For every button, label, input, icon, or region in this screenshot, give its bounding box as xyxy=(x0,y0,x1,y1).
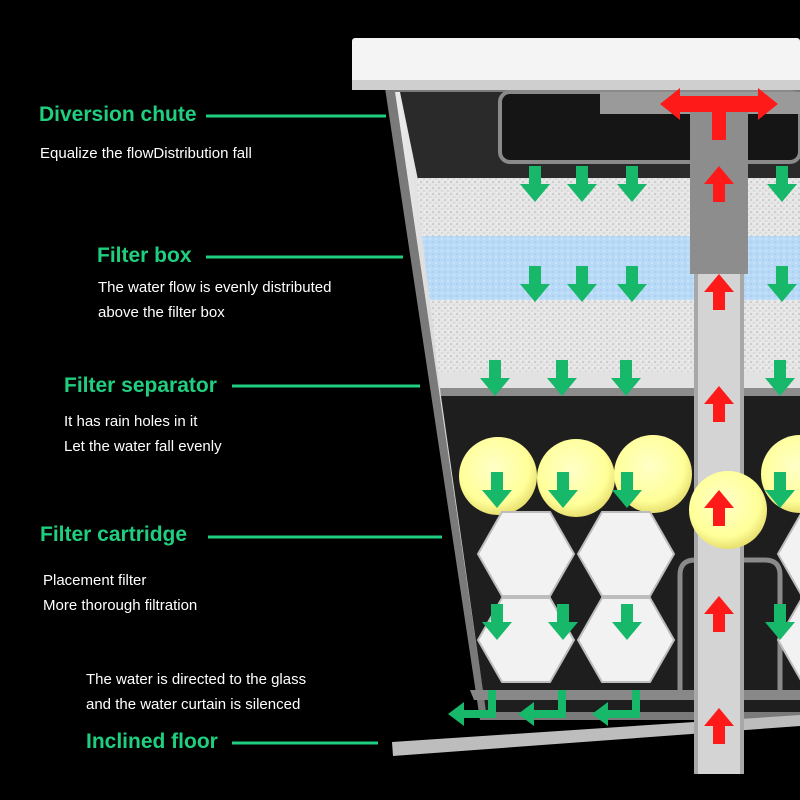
diversion-chute-desc: Equalize the flowDistribution fall xyxy=(40,145,252,162)
filter-box-desc-line1: The water flow is evenly distributed xyxy=(98,279,332,296)
filter-separator-desc-line1: It has rain holes in it xyxy=(64,413,198,430)
filter-cartridge-title: Filter cartridge xyxy=(40,523,188,546)
inclined-floor-title: Inclined floor xyxy=(86,730,218,753)
leader-lines xyxy=(206,114,442,745)
split-flow-arrow-icon xyxy=(660,88,778,140)
filter-cartridge-desc-line2: More thorough filtration xyxy=(43,597,198,614)
filter-box-title: Filter box xyxy=(97,244,192,267)
outflow-arrow-icon xyxy=(448,690,496,726)
inclined-floor-desc-line1: The water is directed to the glass xyxy=(86,671,307,688)
filter-separator-title: Filter separator xyxy=(64,374,217,397)
diversion-chute-title: Diversion chute xyxy=(39,103,197,126)
filter-separator-desc-line2: Let the water fall evenly xyxy=(64,438,222,455)
filter-box-desc-line2: above the filter box xyxy=(98,304,225,321)
filter-box-body xyxy=(352,38,800,774)
inclined-floor-desc-line2: and the water curtain is silenced xyxy=(86,696,301,713)
filter-cartridge-desc-line1: Placement filter xyxy=(43,572,147,589)
flow-arrows-up xyxy=(660,88,778,744)
